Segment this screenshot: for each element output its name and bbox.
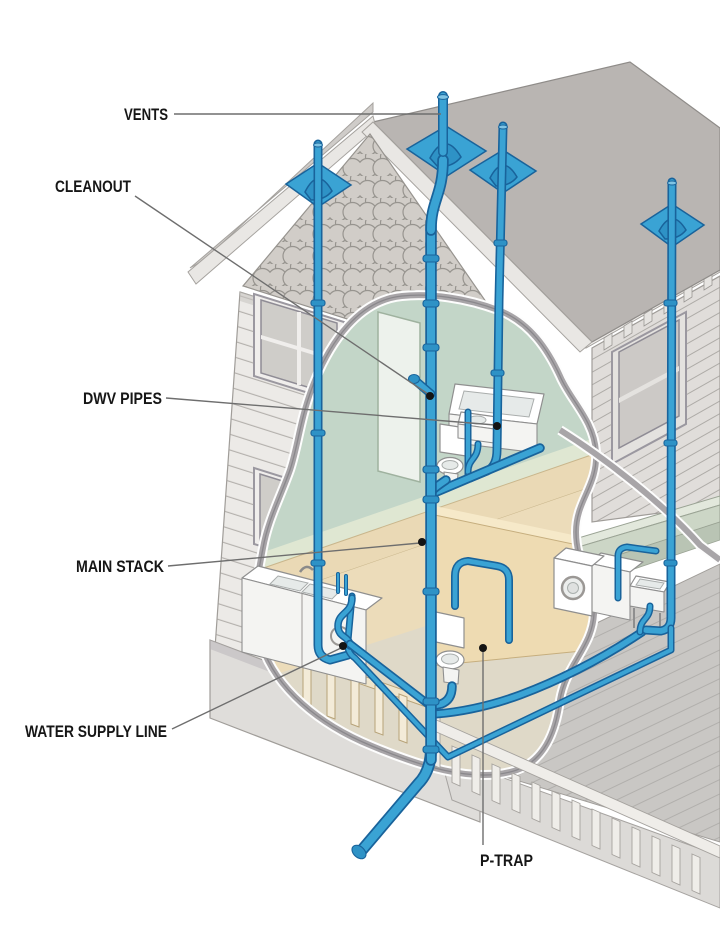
label-p-trap: P-TRAP <box>480 851 533 870</box>
washing-machine-and-dryer <box>553 547 644 621</box>
bathroom-sink <box>457 411 498 444</box>
partition-wall-top <box>430 505 592 548</box>
leader-cleanout <box>134 195 429 395</box>
vent-pipe-openings <box>313 94 677 186</box>
kitchen-faucet <box>298 565 314 573</box>
leader-water-supply <box>171 647 342 730</box>
dot-main-stack <box>418 538 426 546</box>
label-dwv-pipes: DWV PIPES <box>83 389 162 408</box>
cutaway-edge <box>255 295 720 775</box>
label-main-stack: MAIN STACK <box>76 557 165 576</box>
callouts: VENTS CLEANOUT DWV PIPES MAIN STACK WATE… <box>25 105 533 870</box>
leader-dwv-pipes <box>165 397 496 426</box>
leader-main-stack <box>167 542 421 567</box>
dot-dwv-pipes <box>493 422 501 430</box>
sewer-pipe-end <box>351 844 367 860</box>
right-rake-board <box>361 121 593 353</box>
bathroom-door <box>377 311 421 483</box>
dot-cleanout <box>426 392 434 400</box>
label-vents: VENTS <box>124 105 168 124</box>
downstairs-toilet <box>435 611 465 685</box>
pipe-couplings <box>310 239 678 754</box>
dot-water-supply <box>339 642 347 650</box>
cleanout-plug <box>407 373 421 385</box>
dot-p-trap <box>479 644 487 652</box>
laundry-sink <box>629 575 671 632</box>
balusters <box>451 745 701 895</box>
dwv-pipe-network <box>310 94 678 860</box>
label-cleanout: CLEANOUT <box>55 177 131 196</box>
label-water-supply-line: WATER SUPPLY LINE <box>25 722 167 741</box>
